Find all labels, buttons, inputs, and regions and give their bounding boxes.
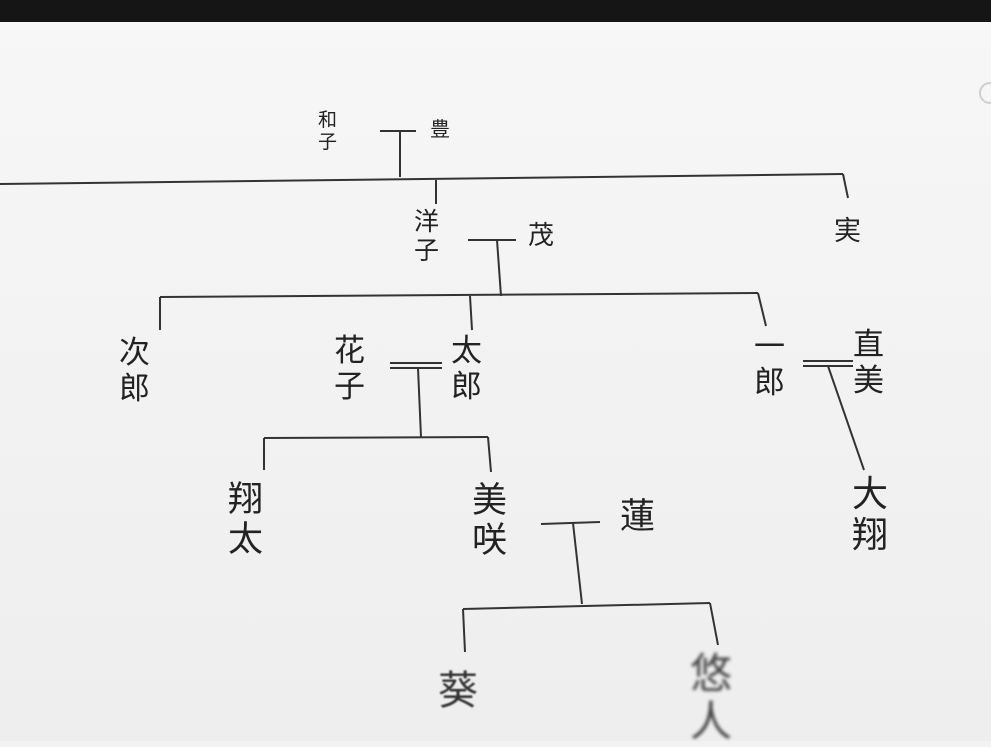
sibling-bar-gen3	[159, 292, 759, 298]
branch-yuto	[709, 602, 719, 646]
person-taro: 太 郎	[451, 333, 482, 405]
edge-circle-mark	[979, 82, 991, 104]
sibling-bar-gen4	[263, 436, 489, 439]
person-jiro: 次 郎	[119, 335, 150, 407]
person-yoko: 洋 子	[414, 207, 440, 265]
person-yuto: 悠 人	[690, 649, 733, 747]
person-yutaka: 豊	[430, 117, 450, 141]
descent-line-gen4	[572, 522, 583, 605]
sibling-bar-gen5	[462, 602, 711, 610]
branch-taro	[469, 295, 473, 331]
person-ren: 蓮	[620, 497, 656, 537]
branch-misaki	[487, 436, 492, 473]
person-kazuko: 和 子	[318, 109, 338, 153]
person-shota: 翔 太	[228, 480, 264, 561]
person-minoru: 実	[834, 216, 861, 247]
descent-line-daisho	[827, 365, 865, 471]
person-daisho: 大 翔	[852, 474, 889, 557]
person-naomi: 直 美	[853, 327, 884, 399]
person-aoi: 葵	[438, 668, 478, 714]
sibling-bar-gen2	[0, 173, 844, 185]
branch-ichiro	[757, 292, 767, 327]
person-misaki: 美 咲	[472, 481, 508, 562]
marriage-line-misaki-ren	[540, 521, 601, 525]
screen-top-bezel	[0, 0, 991, 22]
branch-minoru	[842, 173, 849, 199]
person-hanako: 花 子	[334, 333, 365, 405]
descent-line-gen2	[496, 239, 502, 297]
branch-aoi	[462, 608, 466, 653]
person-shigeru: 茂	[528, 221, 555, 251]
person-ichiro: 一 郎	[754, 329, 785, 401]
descent-line-gen3	[417, 367, 422, 438]
family-tree-paper	[0, 22, 991, 741]
